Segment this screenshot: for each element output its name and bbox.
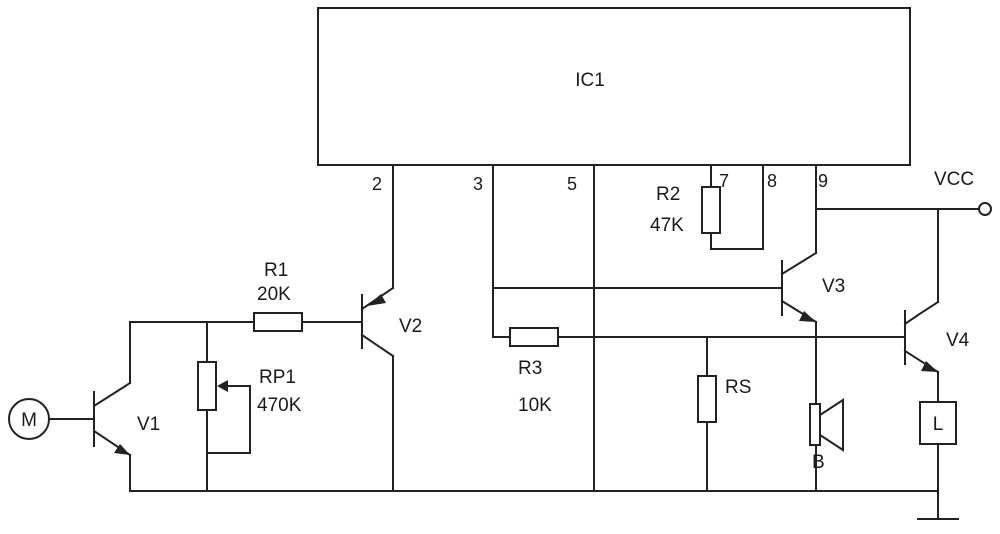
resistor-rs: RS [697,336,751,492]
rp1-value: 470K [257,395,302,416]
pin-7-label: 7 [719,171,729,191]
v1-label: V1 [137,414,160,435]
transistor-v3: V3 [780,251,845,324]
pin-5-label: 5 [567,174,577,194]
v2-emitter-arrow [367,294,386,306]
transistor-v2: V2 [360,286,422,358]
pin-8-label: 8 [767,171,777,191]
r3-value: 10K [518,395,552,416]
r2-body [701,186,721,234]
ic1-block: IC1 [317,7,911,166]
r3-name: R3 [518,358,542,379]
ic1-pin-labels: 2 3 5 7 8 9 [372,171,828,194]
load-name: L [933,414,944,435]
r1-name: R1 [264,260,288,281]
v3-emitter-arrow [799,311,816,322]
r3-body [509,327,559,347]
buzzer-horn [819,398,844,452]
potentiometer-rp1: RP1 470K [197,321,302,492]
ground-bus [129,490,959,520]
r2-value: 47K [650,215,684,236]
transistor-v4: V4 [903,310,970,374]
transistor-v1: V1 [92,381,160,457]
vcc-label: VCC [934,169,974,190]
pin-3-label: 3 [473,174,483,194]
r1-body [253,312,303,332]
v4-collector-link [916,300,940,317]
ic1-body [317,7,911,166]
rp1-body [197,361,217,411]
r2-name: R2 [656,184,680,205]
r1-value: 20K [257,284,291,305]
v2-emitter [360,333,395,358]
rs-body [697,375,717,423]
buzzer-b: B [809,398,844,492]
v4-collector [903,313,920,326]
ic1-label: IC1 [575,70,605,91]
buzzer-name: B [812,452,825,473]
rp1-name: RP1 [259,367,296,388]
v4-label: V4 [946,330,970,351]
pin-9-label: 9 [818,171,828,191]
v2-label: V2 [399,316,422,337]
motor-symbol: M [21,410,37,431]
resistor-r1: R1 20K [253,260,303,332]
rs-name: RS [725,377,751,398]
pin-2-label: 2 [372,174,382,194]
v3-label: V3 [822,276,845,297]
vcc-terminal [978,202,992,216]
resistor-r2: R2 47K [650,164,764,250]
buzzer-body [809,403,821,446]
v1-emitter-arrow [114,444,130,455]
rp1-wiper-arrow [217,380,228,392]
v1-collector [92,381,132,408]
load-l: L [919,401,957,520]
resistor-r3: R3 10K [509,327,559,416]
v4-emitter-arrow [921,361,938,372]
vcc-rail: VCC [815,164,992,317]
v3-collector [780,251,818,276]
motor-m: M [8,398,95,440]
